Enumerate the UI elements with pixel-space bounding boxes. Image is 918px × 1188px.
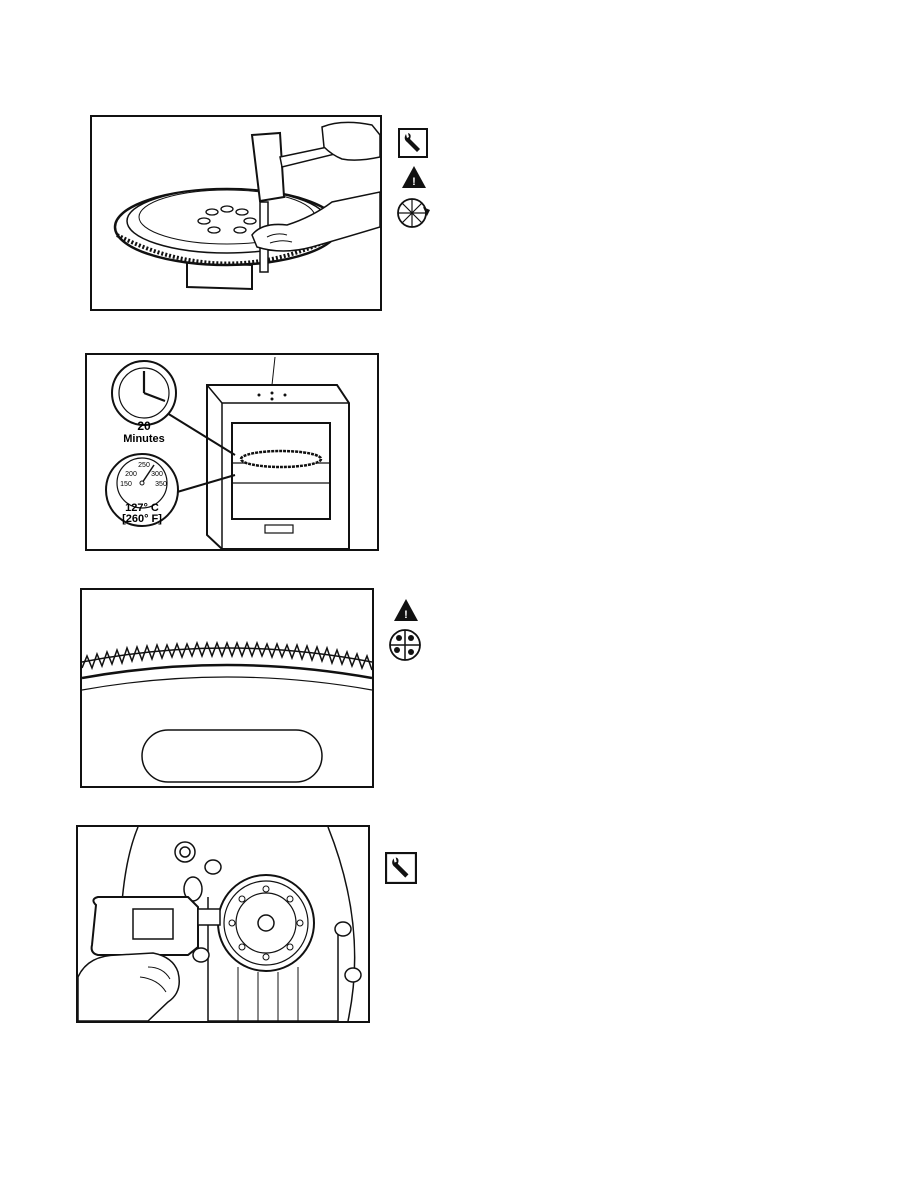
safety-glasses-icon (396, 196, 432, 235)
figure-2-heat-ring-gear: 20 Minutes 150 200 250 300 350 127° C [2… (85, 353, 379, 551)
svg-text:!: ! (404, 609, 408, 621)
gauge-tick: 350 (155, 481, 167, 488)
warning-icon: ! (401, 165, 427, 194)
flywheel-hammer-illustration (113, 121, 380, 291)
figure-1-remove-ring-gear (90, 115, 382, 311)
oven-illustration: 20 Minutes 150 200 250 300 350 127° C [2… (105, 356, 350, 549)
timer-unit: Minutes (123, 433, 165, 445)
ring-gear-teeth-illustration (82, 640, 372, 783)
gloves-icon (388, 628, 424, 667)
wrench-icon (385, 852, 417, 889)
gauge-tick: 300 (151, 471, 163, 478)
temperature-fahrenheit: [260° F] (122, 513, 162, 525)
wrench-icon (398, 128, 428, 163)
gauge-tick: 150 (120, 481, 132, 488)
timer-value: 20 (137, 419, 151, 433)
gauge-tick: 250 (138, 462, 150, 469)
impact-wrench-illustration (78, 827, 362, 1021)
gauge-tick: 200 (125, 471, 137, 478)
warning-icon: ! (393, 598, 419, 627)
svg-text:!: ! (412, 176, 416, 188)
temperature-celsius: 127° C (125, 502, 159, 514)
figure-4-install-flywheel-bolts (76, 825, 370, 1023)
figure-3-ring-gear-installed (80, 588, 374, 788)
